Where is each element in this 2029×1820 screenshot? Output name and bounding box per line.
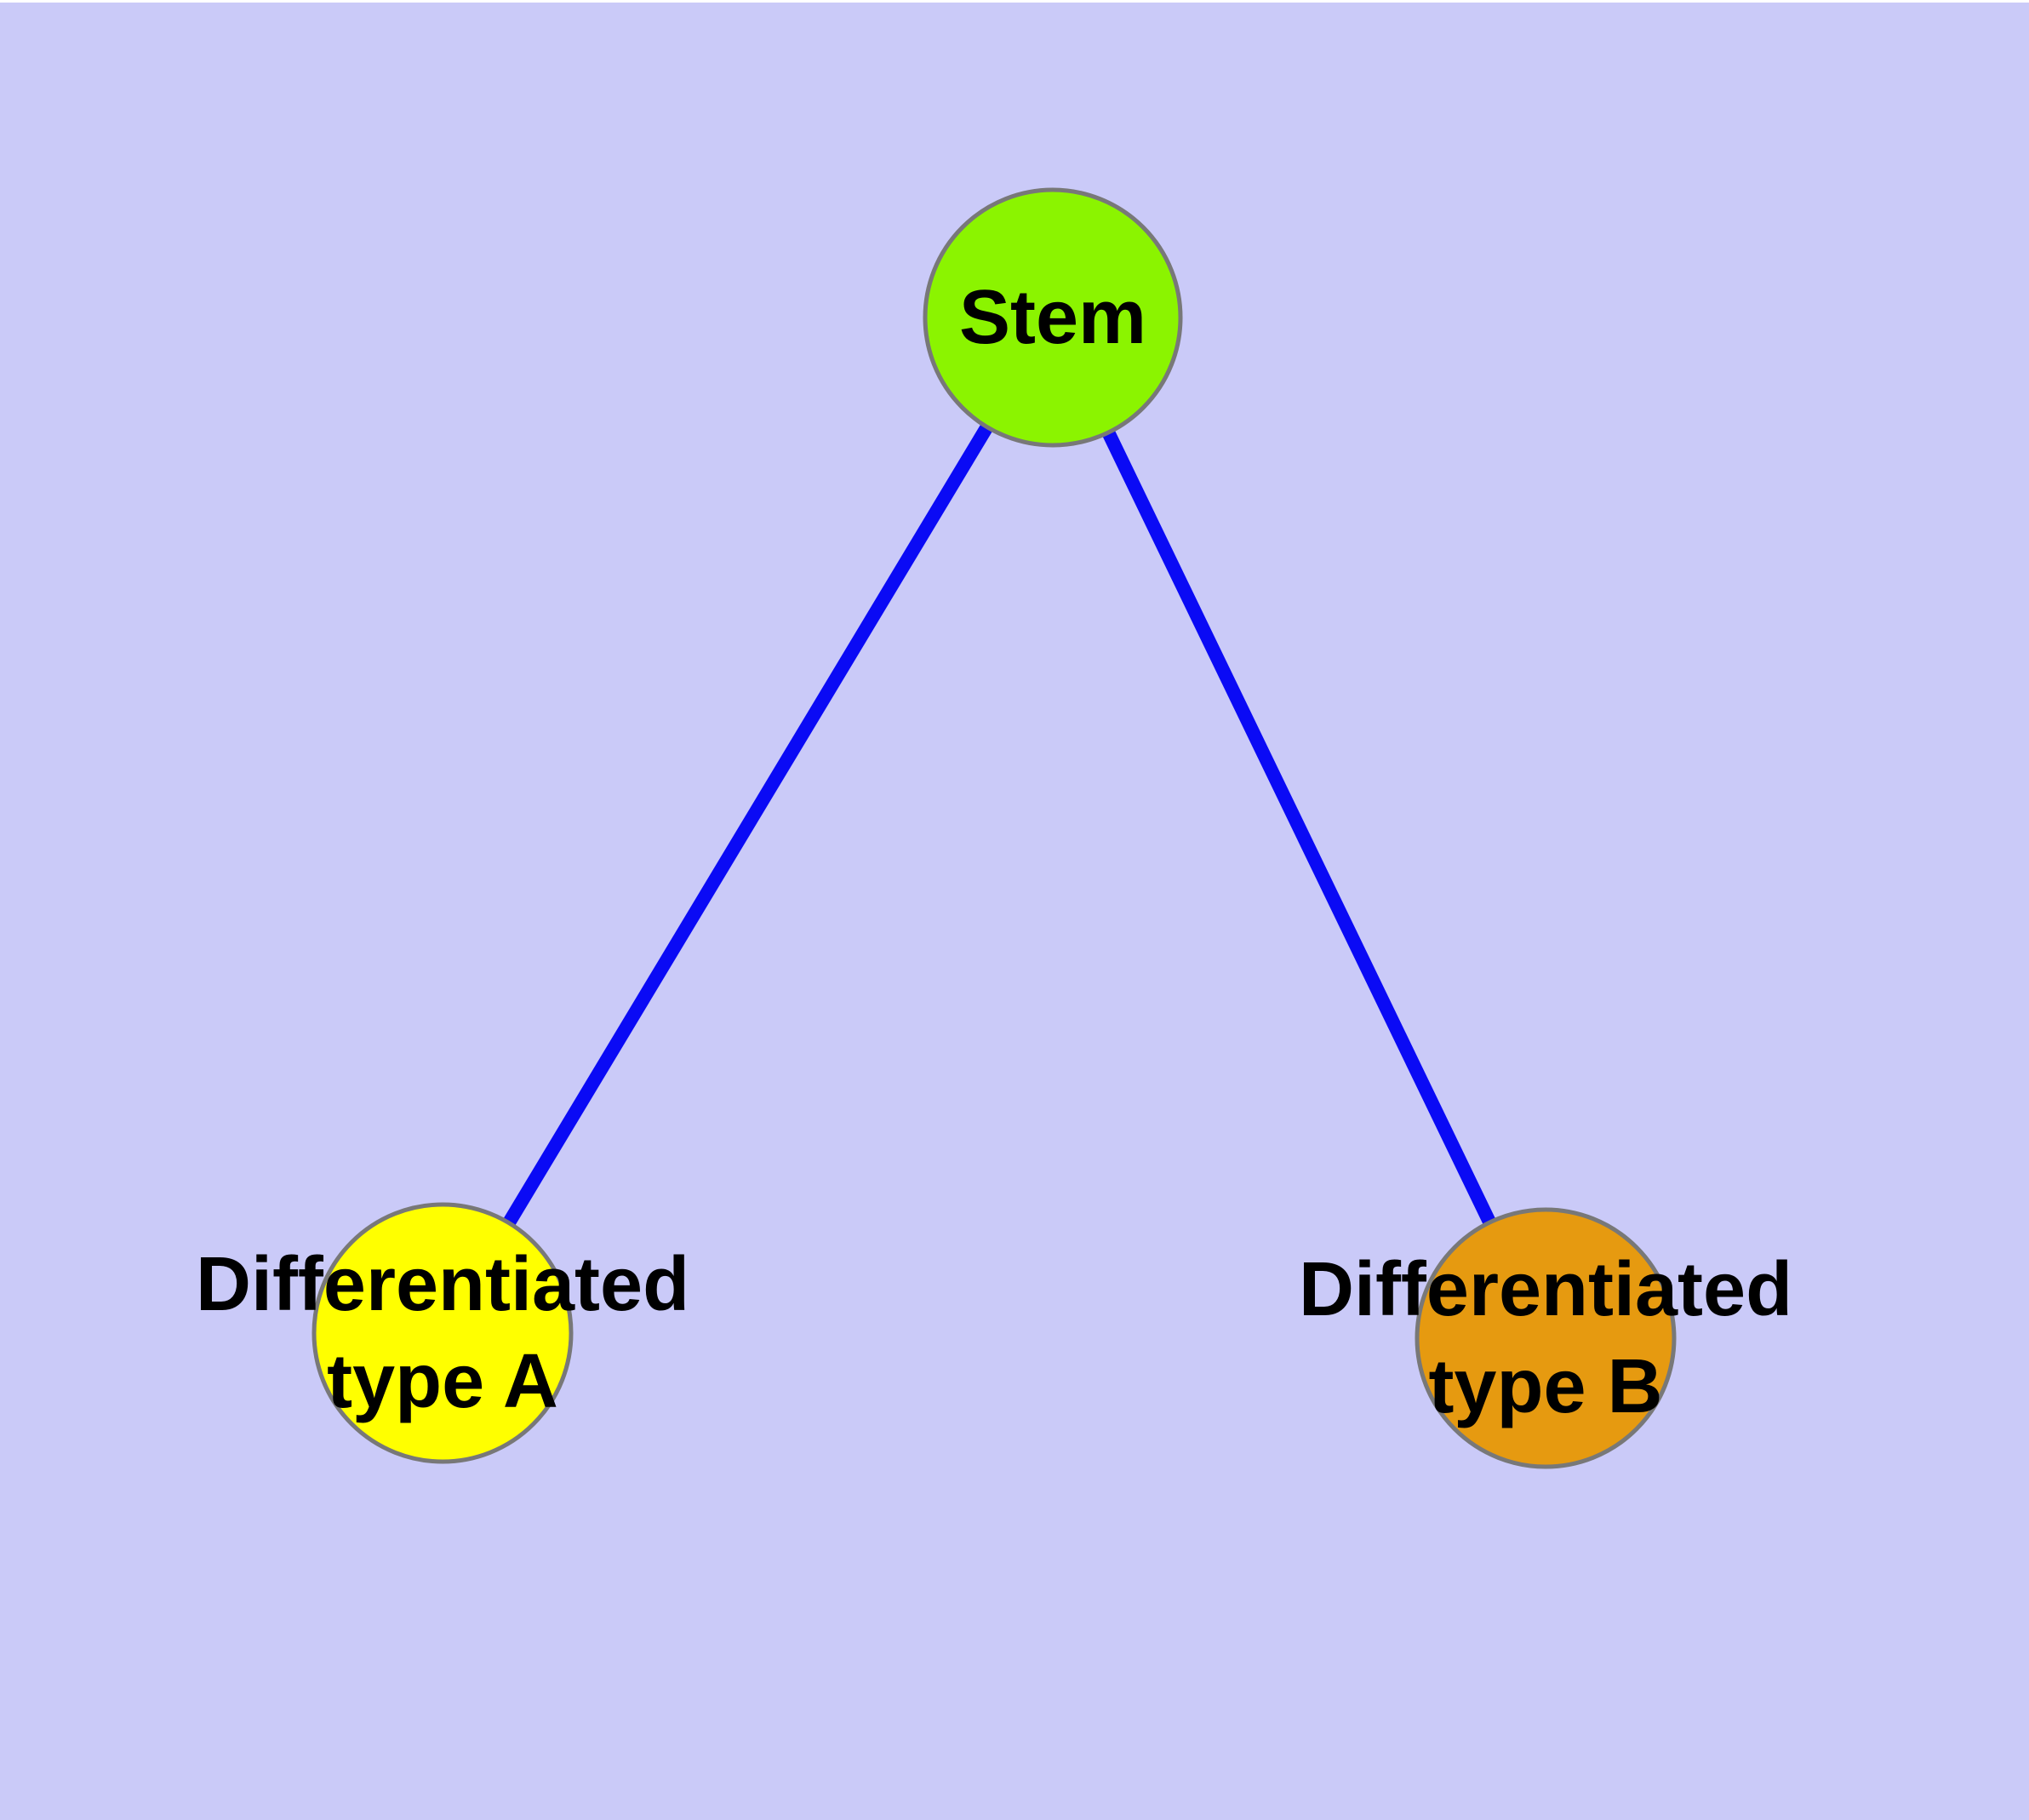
node-label-differentiated-type-b: Differentiated type B: [1299, 1241, 1792, 1435]
node-label-line: Stem: [958, 275, 1147, 360]
top-margin: [0, 0, 2029, 3]
node-circle-diff-a: [311, 1202, 574, 1464]
node-label-differentiated-type-a: Differentiated type A: [196, 1236, 689, 1430]
node-label-line: Differentiated: [1298, 1247, 1793, 1332]
node-circle-diff-b: [1415, 1207, 1677, 1469]
node-label-line: type A: [327, 1339, 558, 1424]
node-circle-stem: [923, 187, 1183, 448]
edge-stem-diff-b: [1046, 314, 1552, 1342]
node-label-line: type B: [1428, 1344, 1663, 1429]
node-label-line: Differentiated: [195, 1242, 690, 1327]
node-label-stem: Stem: [959, 269, 1146, 366]
edge-stem-diff-a: [437, 313, 1059, 1337]
